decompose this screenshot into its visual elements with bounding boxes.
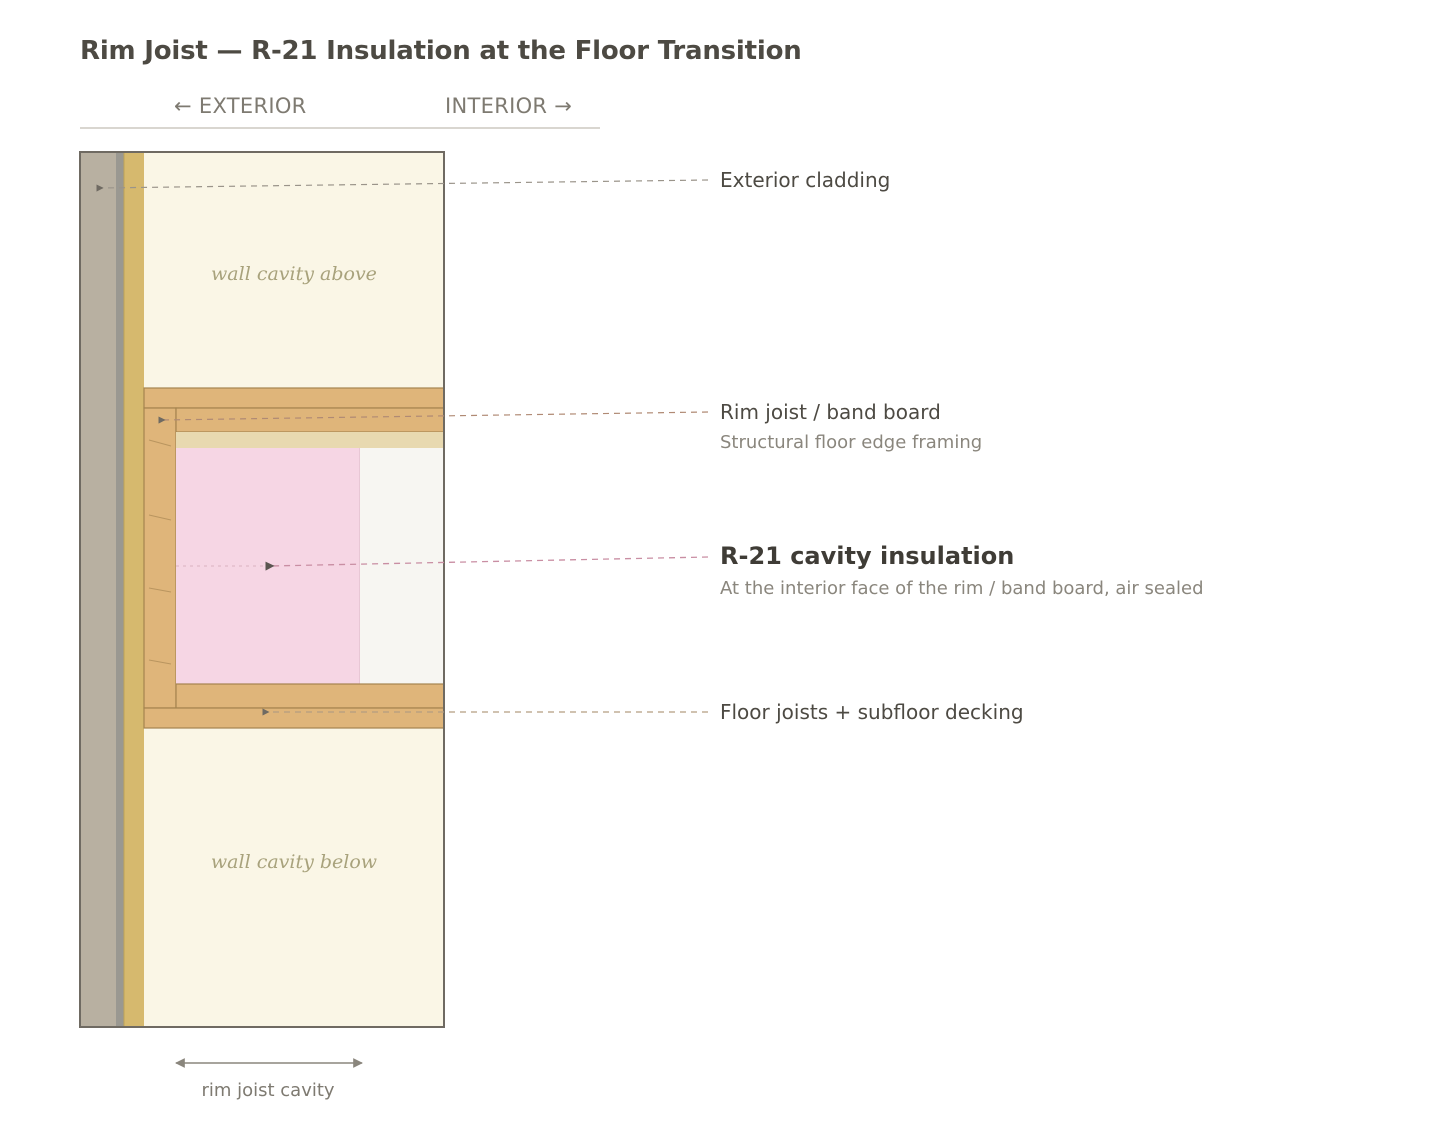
callout-rim-joist: Rim joist / band board (720, 400, 941, 424)
interior-label: INTERIOR → (445, 94, 573, 118)
rim-joist-grain (148, 439, 172, 665)
cavity-above-label: wall cavity above (211, 263, 377, 285)
rim-joist-board (143, 407, 177, 709)
sealant-strip (176, 432, 444, 448)
upper-plate (143, 387, 445, 409)
callout-rim-joist-subtitle: Structural floor edge framing (720, 432, 983, 453)
callout-r21-insulation: R-21 cavity insulation (720, 542, 1015, 570)
exterior-label: ← EXTERIOR (174, 94, 307, 118)
sheathing-layer (124, 152, 144, 1027)
section-border (79, 151, 445, 1028)
callout-exterior-cladding: Exterior cladding (720, 168, 891, 192)
weather-barrier-layer (116, 152, 124, 1027)
dimension-label: rim joist cavity (201, 1080, 334, 1101)
upper-subfloor (175, 407, 445, 433)
page-title: Rim Joist — R-21 Insulation at the Floor… (80, 36, 802, 66)
cladding-leader (96, 179, 709, 192)
exterior-cladding-layer (80, 152, 116, 1027)
joist-bay-space (360, 448, 444, 684)
insulation-leader (265, 556, 709, 571)
subfloor-decking (143, 707, 445, 729)
rim-joist-leader (158, 411, 709, 424)
callout-r21-insulation-subtitle: At the interior face of the rim / band b… (720, 578, 1204, 599)
cavity-below-label: wall cavity below (211, 851, 377, 873)
callout-floor-joists: Floor joists + subfloor decking (720, 700, 1024, 724)
orientation-divider (80, 127, 600, 129)
floor-joist (175, 683, 445, 709)
